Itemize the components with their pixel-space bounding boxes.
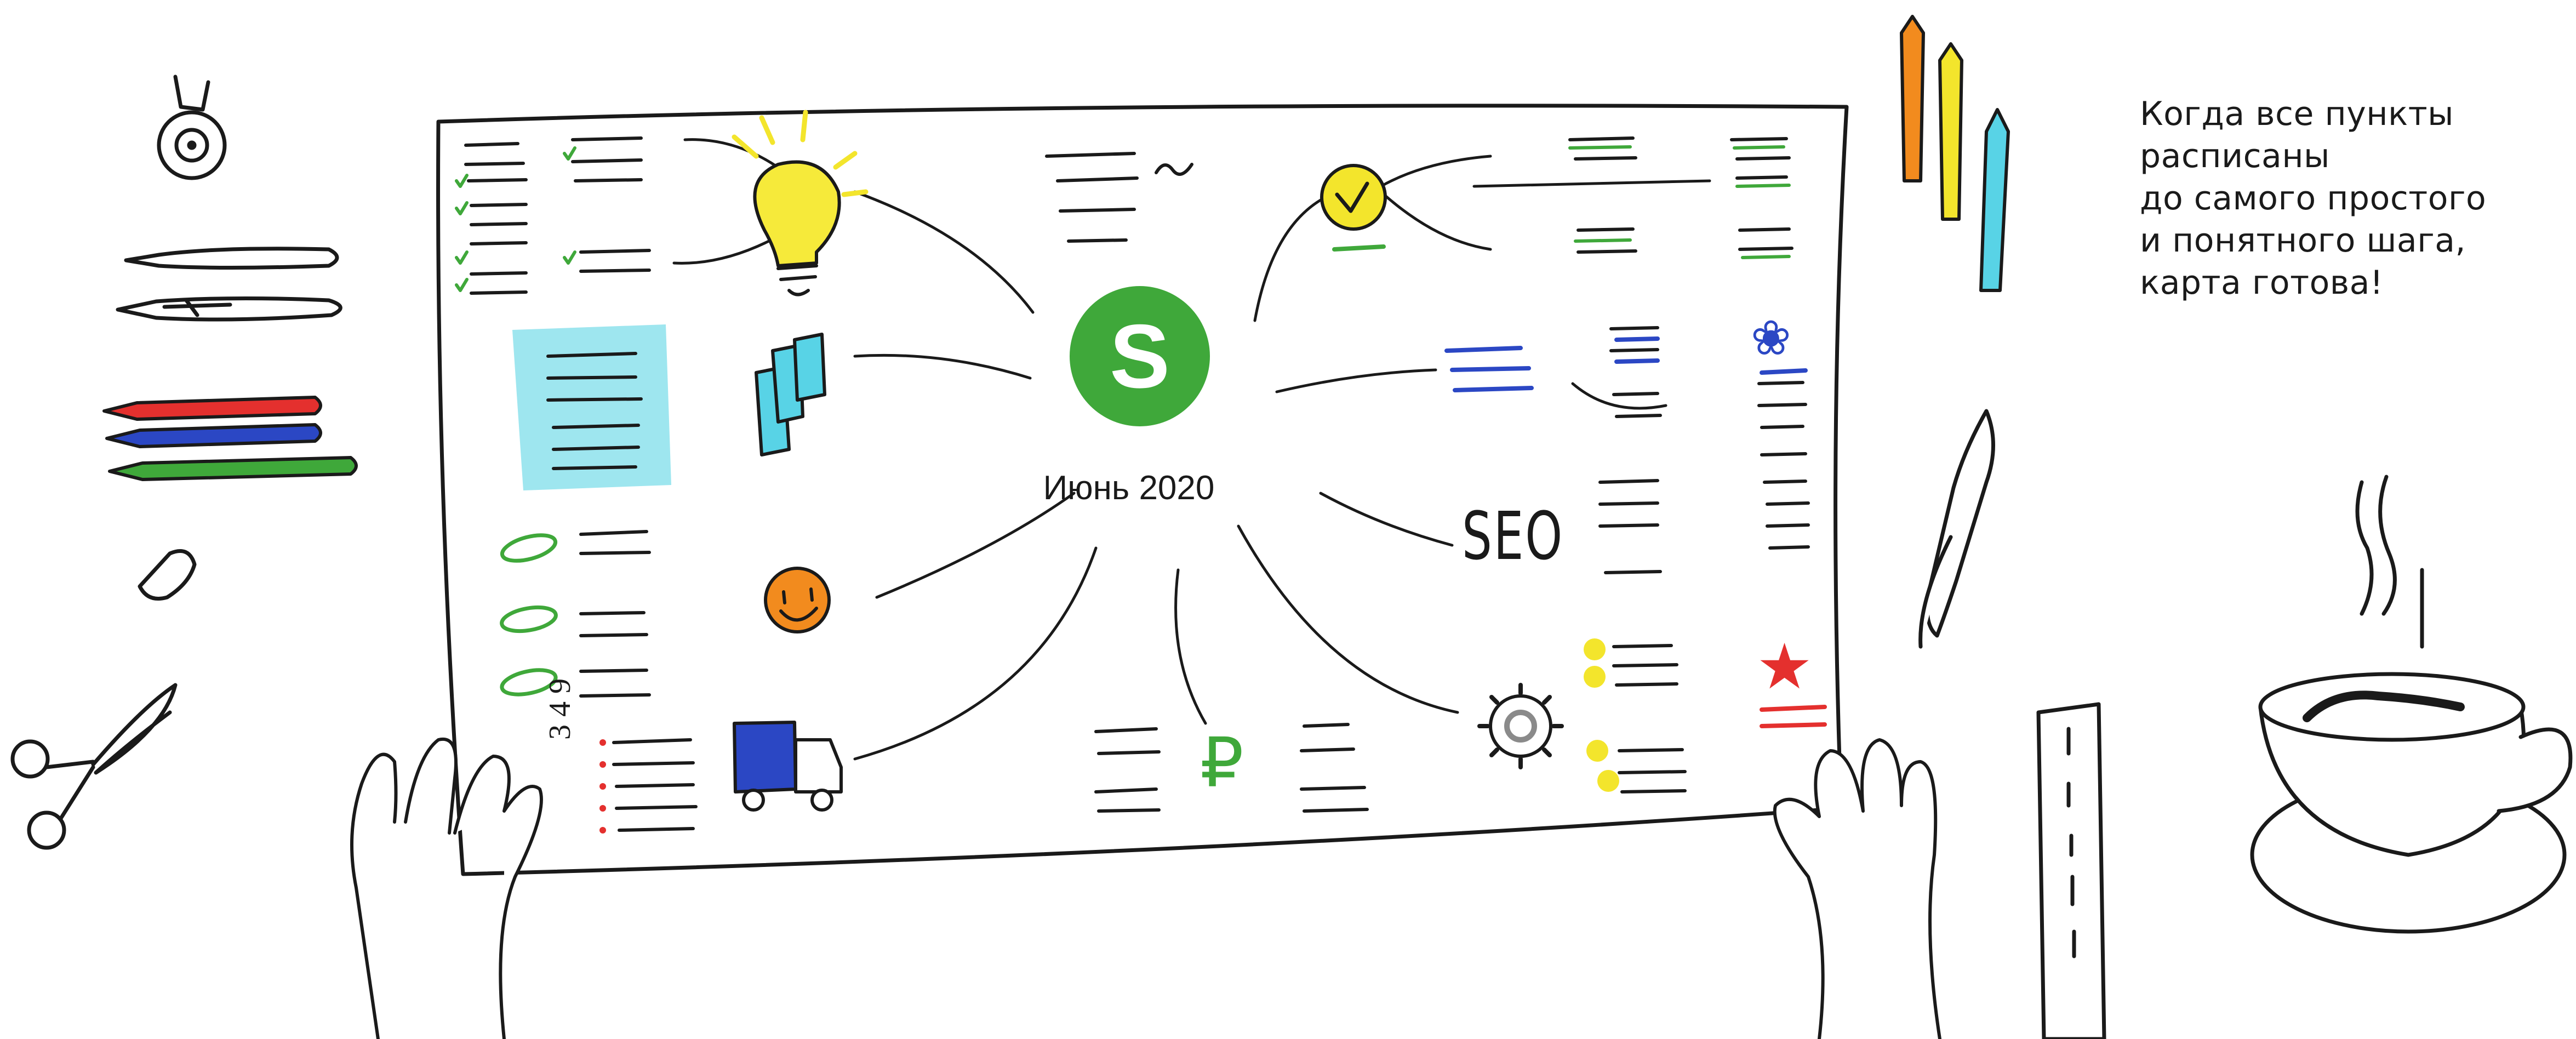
caption-line: карта готова!: [2140, 264, 2384, 302]
truck-icon: [733, 721, 843, 812]
caption-line: Когда все пункты: [2140, 95, 2454, 133]
smiley-icon: [764, 567, 831, 633]
pencils-icon: [1900, 15, 2010, 292]
red-ticks: [599, 739, 606, 834]
left-hand-icon: [350, 737, 543, 1039]
right-hand-icon: [1773, 738, 1941, 1039]
caption-line: до самого простого: [2140, 179, 2487, 218]
caption-line: и понятного шага,: [2140, 221, 2466, 260]
pen-icon-left: [116, 296, 342, 322]
markers-icon: [102, 396, 358, 481]
text-lines-blue: [1444, 336, 1808, 392]
yellow-dots: [1584, 638, 1619, 792]
caption-text: Когда все пункты расписаны до самого про…: [2140, 93, 2567, 304]
text-lines-black: [464, 136, 1810, 832]
star-icon: [1760, 705, 1827, 728]
pen-icon-right: [1918, 409, 1995, 649]
green-ovals: [500, 533, 558, 697]
seo-label: SEO: [1462, 499, 1564, 575]
hand-numbers: 3 4 9: [543, 678, 577, 740]
map-center-label: Июнь 2020: [1043, 469, 1215, 507]
lightbulb-icon: [732, 110, 869, 296]
coffee-cup-icon: [2250, 475, 2573, 934]
note-card: [512, 324, 671, 490]
text-lines-green: [455, 145, 1791, 292]
scissors-icon: [10, 683, 178, 850]
tape-roll-icon: [157, 75, 227, 180]
red-star-icon: ★: [1756, 630, 1813, 704]
logo-letter: S: [1109, 306, 1170, 407]
logo-icon: [1070, 286, 1210, 426]
gear-icon: [1477, 683, 1564, 769]
caption-line: расписаны: [2140, 137, 2330, 175]
ruble-icon: ₽: [1200, 723, 1244, 803]
eraser-icon: [138, 549, 197, 601]
knife-icon: [124, 247, 339, 270]
blue-scribble-icon: ❀: [1751, 310, 1791, 366]
phones-icon: [755, 333, 826, 456]
ruler-icon: [2036, 702, 2106, 1039]
clock-icon: [1320, 164, 1387, 252]
map-connectors: [672, 138, 1711, 761]
